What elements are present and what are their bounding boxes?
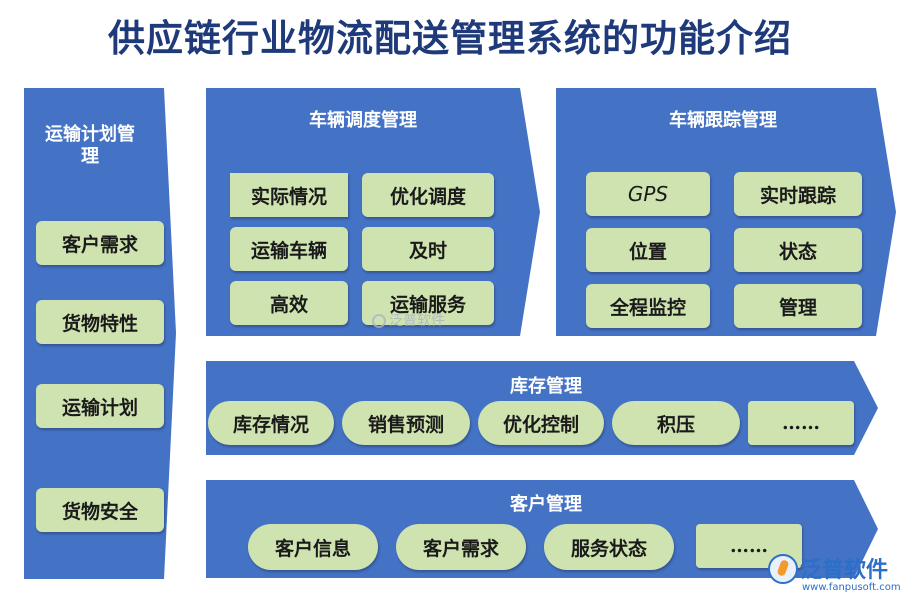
customer-item: 客户需求: [396, 524, 526, 570]
customer-item: 服务状态: [544, 524, 674, 570]
vehicle-dispatch-item: 优化调度: [362, 173, 494, 217]
vehicle-tracking-title: 车辆跟踪管理: [669, 110, 777, 131]
vehicle-dispatch-title: 车辆调度管理: [309, 110, 417, 131]
watermark-text: 泛普软件: [389, 313, 445, 329]
inventory-title: 库存管理: [510, 376, 582, 397]
brand-url: www.fanpusoft.com: [802, 582, 900, 593]
vehicle-tracking-item: 位置: [586, 228, 710, 272]
customer-item: 客户信息: [248, 524, 378, 570]
inventory-item: ……: [748, 401, 854, 445]
vehicle-tracking-panel: 车辆跟踪管理 GPS 实时跟踪 位置 状态 全程监控 管理: [556, 88, 896, 336]
watermark: 泛普软件: [372, 310, 445, 330]
brand-logo: 泛普软件 www.fanpusoft.com: [768, 552, 900, 598]
brand-name: 泛普软件: [800, 558, 889, 583]
vehicle-tracking-item: 管理: [734, 284, 862, 328]
transport-plan-item: 运输计划: [36, 384, 164, 428]
watermark-logo-icon: [372, 314, 386, 328]
vehicle-dispatch-item: 高效: [230, 281, 348, 325]
vehicle-tracking-item: 状态: [734, 228, 862, 272]
inventory-item: 优化控制: [478, 401, 604, 445]
page-title: 供应链行业物流配送管理系统的功能介绍: [108, 16, 792, 60]
inventory-panel: 库存管理 库存情况 销售预测 优化控制 积压 ……: [206, 361, 878, 455]
vehicle-dispatch-item: 运输车辆: [230, 227, 348, 271]
vehicle-dispatch-panel: 车辆调度管理 实际情况 优化调度 运输车辆 及时 高效 运输服务: [206, 88, 540, 336]
vehicle-tracking-item: 全程监控: [586, 284, 710, 328]
inventory-item: 库存情况: [208, 401, 334, 445]
transport-plan-panel: 运输计划管理 客户需求 货物特性 运输计划 货物安全: [24, 88, 176, 579]
transport-plan-title: 运输计划管理: [45, 124, 135, 167]
vehicle-tracking-item: 实时跟踪: [734, 172, 862, 216]
transport-plan-item: 客户需求: [36, 221, 164, 265]
inventory-item: 销售预测: [342, 401, 470, 445]
brand-logo-icon: [768, 554, 798, 584]
transport-plan-item: 货物特性: [36, 300, 164, 344]
transport-plan-item: 货物安全: [36, 488, 164, 532]
vehicle-dispatch-item: 实际情况: [230, 173, 348, 217]
vehicle-dispatch-item: 及时: [362, 227, 494, 271]
customer-title: 客户管理: [510, 494, 582, 515]
inventory-item: 积压: [612, 401, 740, 445]
vehicle-tracking-item: GPS: [586, 172, 710, 216]
customer-panel: 客户管理 客户信息 客户需求 服务状态 ……: [206, 480, 878, 578]
